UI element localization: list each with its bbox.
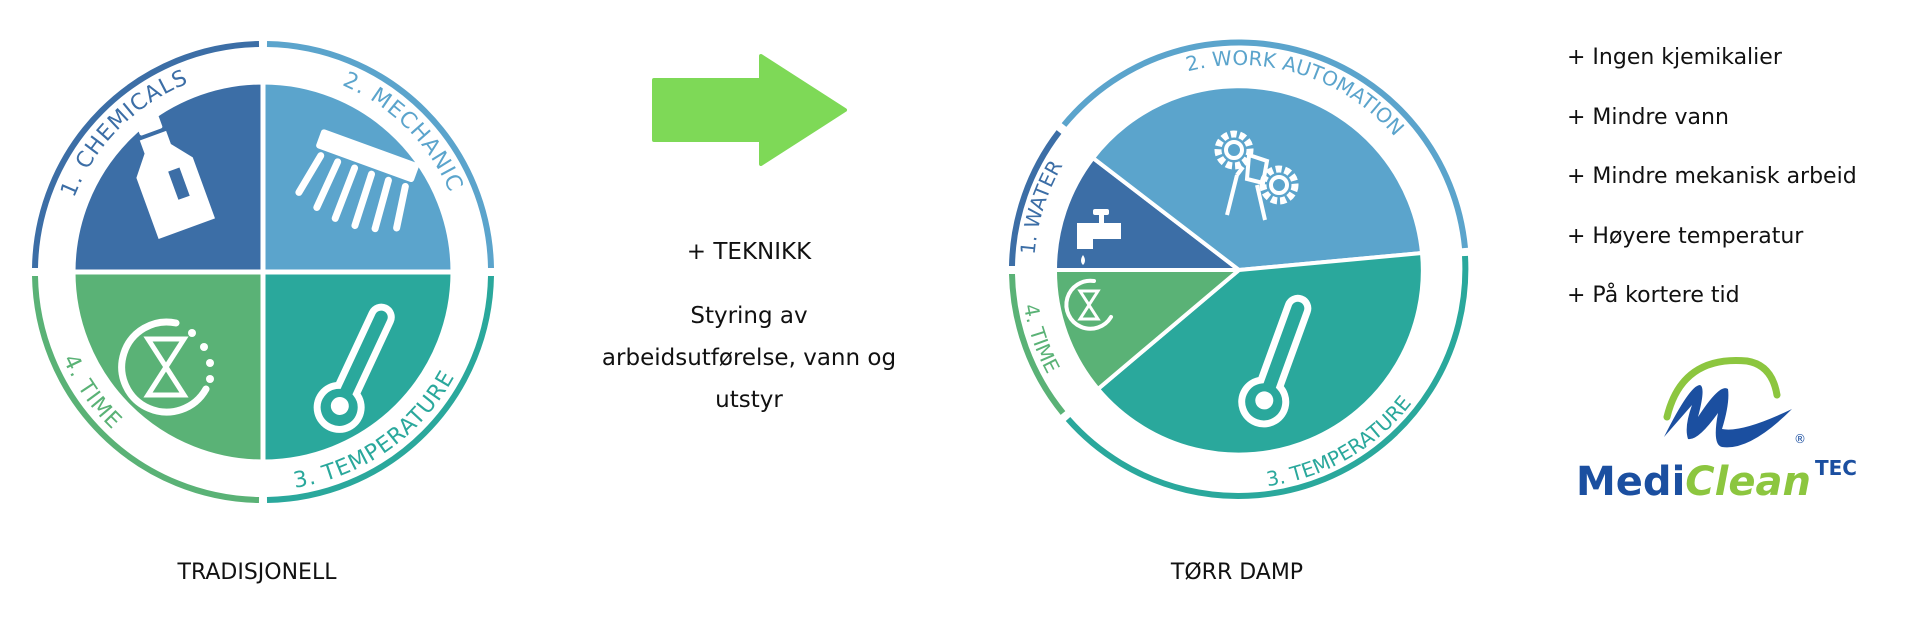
benefit-item: + Mindre mekanisk arbeid bbox=[1567, 164, 1857, 189]
slice-work-automation bbox=[1090, 84, 1425, 273]
ring-segment-chemicals bbox=[32, 41, 260, 269]
bottle-icon bbox=[136, 115, 216, 239]
dry-steam-caption: TØRR DAMP bbox=[1170, 560, 1304, 585]
ring-segment-time bbox=[32, 275, 260, 503]
slice-temperature bbox=[1095, 250, 1425, 457]
traditional-caption: TRADISJONELL bbox=[177, 560, 337, 585]
dry-steam-circle: 1. WATER 2. WORK AUTOMATION 3. TEMPERATU… bbox=[1009, 39, 1469, 499]
ring-segment-time bbox=[1009, 273, 1066, 415]
ring-segment-temperature bbox=[1065, 255, 1469, 499]
hourglass-icon bbox=[118, 318, 214, 416]
ring-segment-work-automation bbox=[1061, 39, 1468, 249]
arrow-right-icon bbox=[652, 54, 847, 166]
slice-water bbox=[1052, 155, 1245, 272]
quadrant-mechanic bbox=[260, 79, 456, 275]
description-line: arbeidsutførelse, vann og bbox=[601, 345, 897, 371]
thermometer-icon bbox=[313, 303, 395, 433]
benefits-list: + Ingen kjemikalier + Mindre vann + Mind… bbox=[1567, 28, 1857, 326]
ring-segment-mechanic bbox=[266, 41, 494, 269]
description-line: Styring av bbox=[690, 303, 808, 329]
gears-person-icon bbox=[1214, 130, 1299, 221]
logo-clean: Clean bbox=[1685, 459, 1811, 505]
quadrant-temperature bbox=[260, 269, 456, 465]
benefit-item: + Mindre vann bbox=[1567, 104, 1729, 130]
benefit-item: + På kortere tid bbox=[1567, 283, 1740, 308]
benefit-item: + Ingen kjemikalier bbox=[1567, 45, 1782, 70]
logo-tec: TEC bbox=[1815, 456, 1857, 480]
slice-time bbox=[1052, 268, 1245, 392]
ring-segment-temperature bbox=[266, 275, 494, 503]
hourglass-icon bbox=[1064, 278, 1113, 331]
technique-description: Styring av arbeidsutførelse, vann og uts… bbox=[579, 295, 919, 421]
thermometer-icon bbox=[1238, 294, 1312, 428]
faucet-icon bbox=[1077, 209, 1121, 265]
traditional-cleaning-circle: 1. CHEMICALS 2. MECHANIC 3. TEMPERATURE … bbox=[32, 41, 494, 503]
benefit-item: + Høyere temperatur bbox=[1567, 223, 1804, 249]
technique-label: + TEKNIKK bbox=[686, 239, 812, 265]
brush-icon bbox=[295, 129, 420, 233]
logo-medi: Medi bbox=[1576, 459, 1685, 505]
registered-mark: ® bbox=[1794, 432, 1806, 446]
ring-segment-water bbox=[1009, 130, 1062, 267]
description-line: utstyr bbox=[715, 387, 783, 413]
